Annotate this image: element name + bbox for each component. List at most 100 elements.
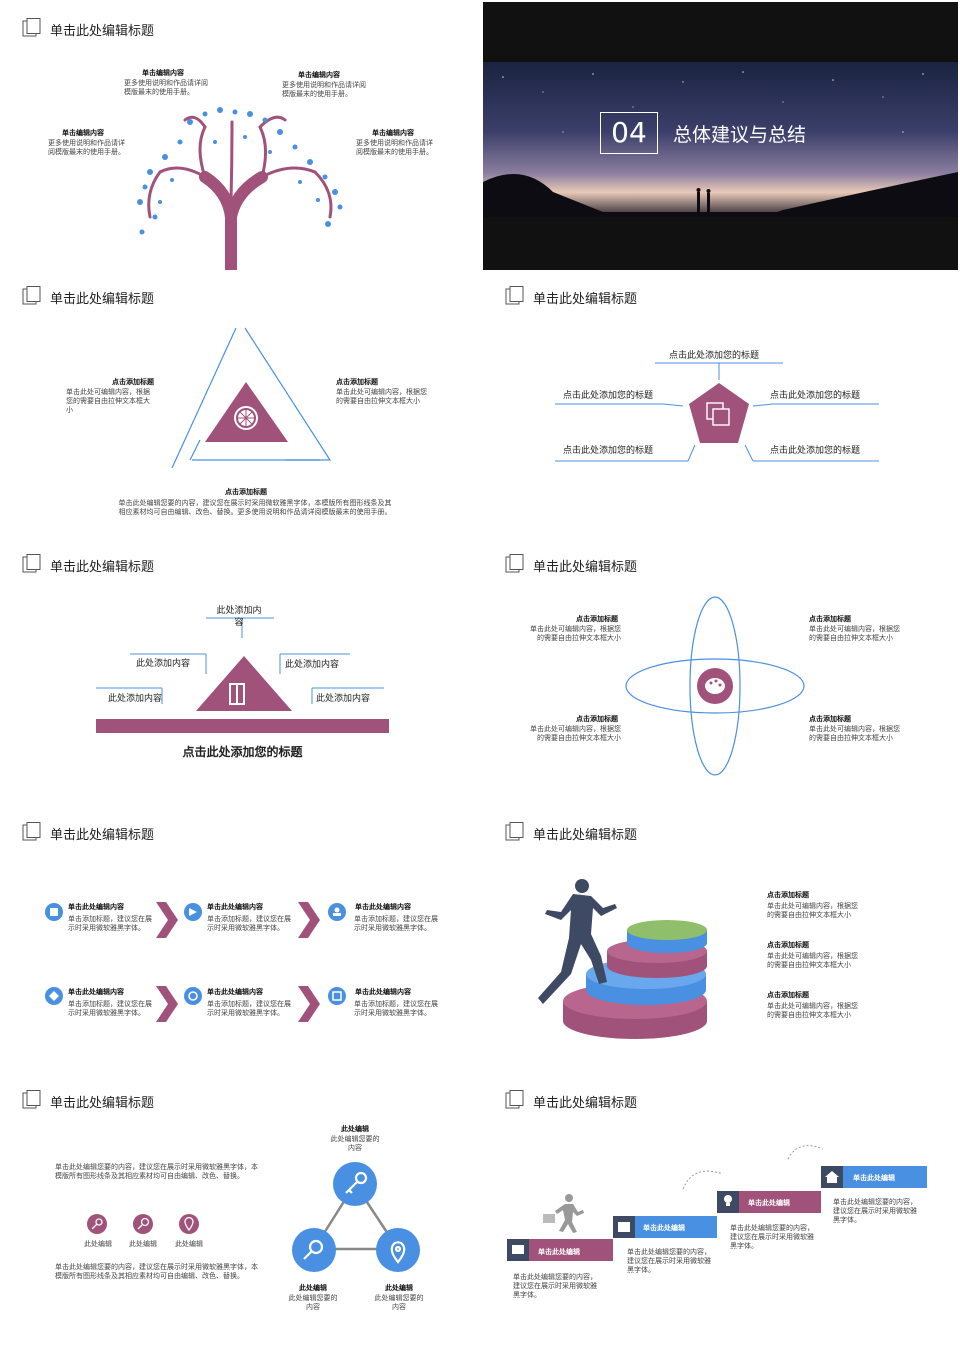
step-6-title[interactable]: 单击此处编辑内容: [355, 988, 411, 996]
pent-label-right-lower[interactable]: 点击此处添加您的标题: [770, 446, 861, 456]
tree-item-4-body[interactable]: 更多使用说明和作品请详阅模版最末的使用手册。: [356, 139, 433, 156]
tri-left-title[interactable]: 点击添加标题: [112, 378, 154, 386]
tree-item-3-body[interactable]: 更多使用说明和作品请详阅模版最末的使用手册。: [48, 139, 125, 156]
slide-pentagon: 单击此处编辑标题 点击此处添加您的标题 点击此处添加您的标题 点击此处添加您的标…: [483, 270, 958, 538]
triad-icon-label-1[interactable]: 此处编辑: [84, 1240, 112, 1248]
slide-title[interactable]: 单击此处编辑标题: [533, 828, 638, 843]
tri-left-body[interactable]: 单击此处可编辑内容，根据您的需要自由拉伸文本框大小: [66, 388, 150, 414]
orbit-tl-body[interactable]: 单击此处可编辑内容，根据您的需要自由拉伸文本框大小: [530, 625, 621, 642]
pentagon-diagram: [555, 362, 879, 462]
stars-and-silhouettes: [483, 71, 958, 217]
section-number[interactable]: 04: [611, 116, 647, 149]
tri-bottom-title[interactable]: 点击添加标题: [225, 488, 267, 496]
triangle-diagram: [171, 327, 332, 469]
step-d-body[interactable]: 单击此处编辑您要的内容，建议您在展示时采用微软雅黑字体。: [833, 1198, 917, 1224]
step-b-title[interactable]: 单击此处编辑: [643, 1224, 685, 1232]
step-4-body[interactable]: 单击添加标题，建议您在展示时采用微软雅黑字体。: [68, 1000, 152, 1017]
step-c-body[interactable]: 单击此处编辑您要的内容，建议您在展示时采用微软雅黑字体。: [730, 1224, 814, 1250]
step-d-title[interactable]: 单击此处编辑: [853, 1174, 895, 1182]
steps-graphics: [507, 1145, 927, 1261]
running-person-icon: [543, 1194, 584, 1233]
tree-item-2-body[interactable]: 更多使用说明和作品请详阅模版最末的使用手册。: [282, 81, 366, 98]
step-1-title[interactable]: 单击此处编辑内容: [68, 903, 124, 911]
orbit-bl-title[interactable]: 点击添加标题: [576, 715, 618, 723]
slide-title[interactable]: 单击此处编辑标题: [50, 24, 155, 39]
house-diagram: [96, 617, 389, 733]
stair-item-2-body[interactable]: 单击此处可编辑内容，根据您的需要自由拉伸文本框大小: [767, 952, 858, 969]
house-label-top[interactable]: 此处添加内容: [216, 606, 262, 628]
tree-illustration: [137, 107, 343, 270]
step-5-title[interactable]: 单击此处编辑内容: [207, 988, 263, 996]
copy-icon: [706, 402, 730, 426]
orbit-tr-body[interactable]: 单击此处可编辑内容，根据您的需要自由拉伸文本框大小: [809, 625, 900, 642]
house-label-left-lower[interactable]: 此处添加内容: [108, 694, 163, 704]
slide-title[interactable]: 单击此处编辑标题: [50, 828, 155, 843]
node-left-title[interactable]: 此处编辑: [299, 1284, 327, 1292]
tree-item-3-title[interactable]: 单击编辑内容: [62, 129, 104, 137]
tree-item-1-title[interactable]: 单击编辑内容: [142, 69, 184, 77]
stair-item-1-body[interactable]: 单击此处可编辑内容，根据您的需要自由拉伸文本框大小: [767, 902, 858, 919]
pent-label-left-upper[interactable]: 点击此处添加您的标题: [563, 391, 654, 401]
step-4-title[interactable]: 单击此处编辑内容: [68, 988, 124, 996]
stacked-discs-illustration: [538, 879, 707, 1039]
palette-icon: [705, 678, 725, 694]
step-3-body[interactable]: 单击添加标题，建议您在展示时采用微软雅黑字体。: [354, 915, 438, 932]
node-top-title[interactable]: 此处编辑: [341, 1125, 369, 1133]
node-right-body[interactable]: 此处编辑您要的内容: [374, 1294, 424, 1311]
triad-para-2[interactable]: 单击此处编辑您要的内容，建议您在展示时采用微软雅黑字体，本模版所有图形线条及其相…: [55, 1263, 258, 1280]
house-label-left-upper[interactable]: 此处添加内容: [136, 659, 191, 669]
triad-icon-label-3[interactable]: 此处编辑: [175, 1240, 203, 1248]
tree-item-2-title[interactable]: 单击编辑内容: [298, 71, 340, 79]
stair-item-1-title[interactable]: 点击添加标题: [767, 891, 809, 899]
tree-item-4-title[interactable]: 单击编辑内容: [372, 129, 414, 137]
triad-icon-label-2[interactable]: 此处编辑: [129, 1240, 157, 1248]
step-a-title[interactable]: 单击此处编辑: [538, 1248, 580, 1256]
slide-stairs: 单击此处编辑标题 点击添加标题 单击此处可编辑内容，根据您的需要自由拉伸文本框大…: [483, 806, 958, 1074]
pent-label-top[interactable]: 点击此处添加您的标题: [669, 351, 760, 361]
orbit-tr-title[interactable]: 点击添加标题: [809, 615, 851, 623]
pent-label-right-upper[interactable]: 点击此处添加您的标题: [770, 391, 861, 401]
orbit-bl-body[interactable]: 单击此处可编辑内容，根据您的需要自由拉伸文本框大小: [530, 725, 621, 742]
slide-title[interactable]: 单击此处编辑标题: [50, 1096, 155, 1111]
step-6-body[interactable]: 单击添加标题，建议您在展示时采用微软雅黑字体。: [354, 1000, 438, 1017]
tri-bottom-body[interactable]: 单击此处编辑您要的内容，建议您在展示时采用微软雅黑字体，本模版所有图形线条及其相…: [118, 499, 392, 516]
stair-item-3-body[interactable]: 单击此处可编辑内容，根据您的需要自由拉伸文本框大小: [767, 1002, 858, 1019]
slide-title[interactable]: 单击此处编辑标题: [50, 292, 155, 307]
step-c-title[interactable]: 单击此处编辑: [748, 1199, 790, 1207]
house-caption[interactable]: 点击此处添加您的标题: [182, 745, 303, 759]
step-2-title[interactable]: 单击此处编辑内容: [207, 903, 263, 911]
node-top-body[interactable]: 此处编辑您要的内容: [330, 1135, 380, 1152]
slide-triangle: 单击此处编辑标题 点击添加标题 单击此处可编辑内容，根据您的需要自由拉伸文本框大…: [0, 270, 475, 538]
triad-graphics: [87, 1162, 420, 1272]
tree-item-1-body[interactable]: 更多使用说明和作品请详阅模版最末的使用手册。: [124, 79, 208, 96]
section-title[interactable]: 总体建议与总结: [673, 124, 807, 146]
triad-para-1[interactable]: 单击此处编辑您要的内容，建议您在展示时采用微软雅黑字体，本模版所有图形线条及其相…: [55, 1163, 258, 1180]
orbit-br-body[interactable]: 单击此处可编辑内容，根据您的需要自由拉伸文本框大小: [809, 725, 900, 742]
slide-house: 单击此处编辑标题 此处添加内容 此处添加内容 此处添加内容 此处添加内容 此处添…: [0, 538, 475, 806]
stair-item-3-title[interactable]: 点击添加标题: [767, 991, 809, 999]
slide-orbit: 单击此处编辑标题 点击添加标题 单击此处可编辑内容，根据您的需要自由拉伸文本框大…: [483, 538, 958, 806]
node-right-title[interactable]: 此处编辑: [385, 1284, 413, 1292]
step-5-body[interactable]: 单击添加标题，建议您在展示时采用微软雅黑字体。: [207, 1000, 291, 1017]
slide-title[interactable]: 单击此处编辑标题: [533, 560, 638, 575]
orbit-diagram: [625, 596, 805, 776]
tri-right-title[interactable]: 点击添加标题: [336, 378, 378, 386]
orbit-tl-title[interactable]: 点击添加标题: [576, 615, 618, 623]
slide-title[interactable]: 单击此处编辑标题: [50, 560, 155, 575]
stair-item-2-title[interactable]: 点击添加标题: [767, 941, 809, 949]
tri-right-body[interactable]: 单击此处可编辑内容，根据您的需要自由拉伸文本框大小: [336, 388, 427, 405]
step-3-title[interactable]: 单击此处编辑内容: [355, 903, 411, 911]
node-left-body[interactable]: 此处编辑您要的内容: [288, 1294, 338, 1311]
step-2-body[interactable]: 单击添加标题，建议您在展示时采用微软雅黑字体。: [207, 915, 291, 932]
slide-title[interactable]: 单击此处编辑标题: [533, 292, 638, 307]
step-1-body[interactable]: 单击添加标题，建议您在展示时采用微软雅黑字体。: [68, 915, 152, 932]
slide-title[interactable]: 单击此处编辑标题: [533, 1096, 638, 1111]
house-label-right-lower[interactable]: 此处添加内容: [316, 694, 371, 704]
slide-tree: 单击此处编辑标题 单击编辑内容 更多使用说明和作品请详阅模版最末的使用手册。 单…: [0, 2, 475, 270]
house-label-right-upper[interactable]: 此处添加内容: [285, 660, 340, 670]
book-icon: [229, 683, 245, 705]
orbit-br-title[interactable]: 点击添加标题: [809, 715, 851, 723]
pent-label-left-lower[interactable]: 点击此处添加您的标题: [563, 446, 654, 456]
step-b-body[interactable]: 单击此处编辑您要的内容，建议您在展示时采用微软雅黑字体。: [627, 1248, 711, 1274]
step-a-body[interactable]: 单击此处编辑您要的内容，建议您在展示时采用微软雅黑字体。: [513, 1273, 597, 1299]
